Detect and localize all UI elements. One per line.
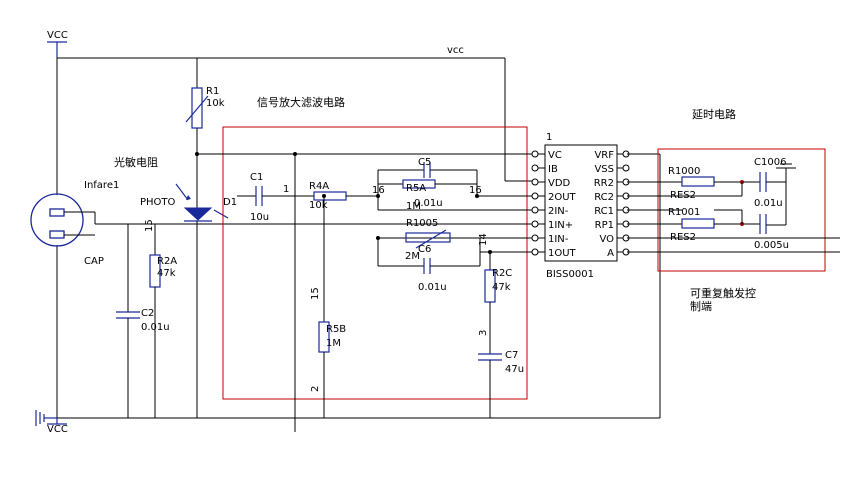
r1-resistor (191, 87, 203, 129)
pir-sensor-symbol (30, 193, 84, 247)
photo-label: PHOTO (140, 197, 176, 208)
r4a-value: 10k (309, 200, 328, 211)
r1005-potentiometer (405, 232, 451, 243)
retrigger-label-2: 制端 (690, 300, 712, 313)
node-16b: 16 (469, 185, 482, 196)
delay-title: 延时电路 (692, 108, 736, 121)
photoresistor-label: 光敏电阻 (114, 155, 158, 169)
chip-left-pin-label: 1OUT (548, 248, 577, 259)
r4a-ref: R4A (309, 181, 329, 192)
r5b-value: 1M (326, 338, 341, 349)
chip-pin-terminal (531, 164, 539, 172)
c2-capacitor (116, 311, 140, 319)
c7-value: 47u (505, 364, 524, 375)
vcc-bus-label: vcc (447, 45, 464, 56)
vcc-top-label: VCC (47, 30, 68, 41)
biss0001-chip (544, 144, 618, 262)
node-2: 2 (310, 386, 321, 392)
infrared-label: Infare1 (84, 180, 119, 191)
chip-name: BISS0001 (546, 269, 594, 280)
c6-ref: C6 (418, 244, 431, 255)
ground-symbol (35, 410, 57, 426)
c1-value: 10u (250, 212, 269, 223)
chip-right-pin-label: RC2 (594, 192, 614, 203)
chip-right-pin-label: RC1 (594, 206, 614, 217)
r5a-ref: R5A (406, 183, 426, 194)
chip-pin-terminal (622, 164, 630, 172)
c5-value: 0.01u (414, 198, 443, 209)
c1006-value: 0.01u (754, 198, 783, 209)
chip-right-pin-label: VO (599, 234, 614, 245)
node-15a: 15 (144, 219, 155, 232)
c1-capacitor (255, 186, 263, 206)
chip-left-pin-label: 1IN+ (548, 220, 573, 231)
node-15b: 15 (310, 287, 321, 300)
node-1: 1 (283, 184, 289, 195)
chip-left-pin-label: 2OUT (548, 192, 577, 203)
chip-right-pin-label: A (607, 248, 614, 259)
chip-pin-terminal (531, 178, 539, 186)
chip-right-pin-label: RR2 (594, 178, 614, 189)
chip-left-pins: VC IB VDD 2OUT 2IN- 1IN+ 1IN- 1OUT (531, 150, 577, 259)
c6-value: 0.01u (418, 282, 447, 293)
chip-pin-terminal (531, 206, 539, 214)
r4a-resistor (313, 191, 347, 201)
chip-pin1-marker: 1 (546, 132, 552, 143)
vcc-bottom-label: VCC (47, 424, 68, 435)
c1007-capacitor (759, 214, 767, 234)
r1000-ref: R1000 (668, 166, 700, 177)
chip-left-pin-label: 1IN- (548, 234, 569, 245)
c1007-value: 0.005u (754, 240, 789, 251)
r5a-value: 1M (406, 201, 421, 212)
chip-left-pin-label: 2IN- (548, 206, 569, 217)
chip-left-pin-label: IB (548, 164, 558, 175)
c1006-capacitor (759, 172, 767, 192)
r1-ref: R1 (206, 86, 219, 97)
chip-pin-terminal (531, 192, 539, 200)
d1-label: D1 (223, 197, 237, 208)
r2a-value: 47k (157, 268, 176, 279)
chip-pin-terminal (531, 150, 539, 158)
chip-right-pin-label: VRF (594, 150, 614, 161)
chip-pin-terminal (531, 220, 539, 228)
chip-right-pin-label: RP1 (595, 220, 614, 231)
vcc-bottom-symbol (47, 418, 67, 425)
c6-capacitor (423, 258, 431, 274)
r2a-ref: R2A (157, 256, 177, 267)
r2c-ref: R2C (492, 268, 512, 279)
c1-ref: C1 (250, 172, 263, 183)
node-14: 14 (478, 233, 489, 246)
c2-ref: C2 (141, 308, 154, 319)
photo-diode-symbol (175, 183, 229, 222)
r1001-resistor (681, 218, 715, 229)
c5-ref: C5 (418, 157, 431, 168)
vcc-top-symbol (47, 41, 67, 58)
r1000-resistor (681, 176, 715, 187)
chip-left-pin-label: VDD (548, 178, 571, 189)
c1006-ref: C1006 (754, 157, 786, 168)
chip-right-pin-label: VSS (594, 164, 614, 175)
r1005-ref: R1005 (406, 218, 438, 229)
amp-filter-title: 信号放大滤波电路 (257, 95, 345, 109)
cap-label: CAP (84, 256, 104, 267)
retrigger-label-1: 可重复触发控 (690, 286, 756, 300)
c7-capacitor (478, 353, 502, 361)
r5b-ref: R5B (326, 324, 346, 335)
r2c-value: 47k (492, 282, 511, 293)
r1001-ref: R1001 (668, 207, 700, 218)
chip-ground-symbol (776, 163, 796, 169)
node-3: 3 (478, 330, 489, 336)
r2m-value: 2M (405, 251, 420, 262)
chip-pin-terminal (531, 248, 539, 256)
chip-left-pin-label: VC (548, 150, 562, 161)
amp-filter-box (222, 126, 528, 400)
chip-pin-terminal (531, 234, 539, 242)
r1-value: 10k (206, 98, 225, 109)
c7-ref: C7 (505, 350, 518, 361)
